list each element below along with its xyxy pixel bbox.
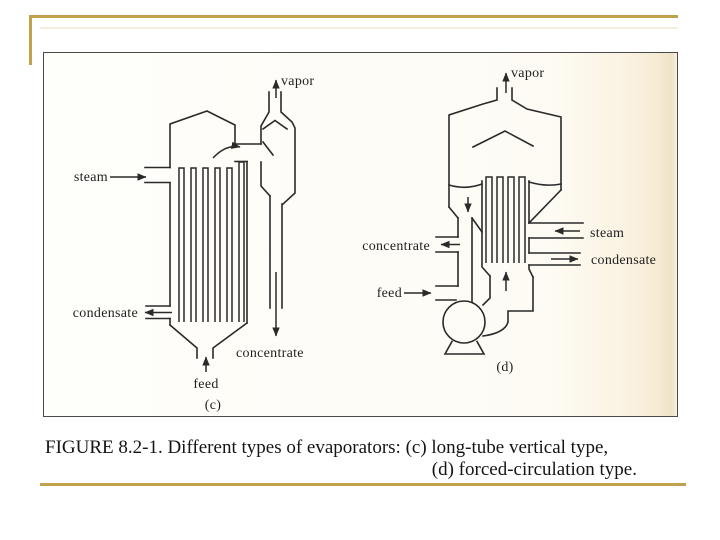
d-steam-inlet-pipe xyxy=(528,222,584,239)
d-feed-label: feed xyxy=(377,286,402,301)
figure-caption-line2: (d) forced-circulation type. xyxy=(431,459,637,480)
c-concentrate-label: concentrate xyxy=(236,346,304,361)
d-pump xyxy=(442,300,486,355)
figure-caption-line1: FIGURE 8.2-1. Different types of evapora… xyxy=(45,437,609,458)
forced-circulation-evaporator: vapor steam condensate concentrate feed … xyxy=(362,66,656,375)
d-tag-label: (d) xyxy=(496,360,513,375)
c-tube-bundle xyxy=(178,161,245,322)
figure-scan-box xyxy=(43,52,678,417)
c-vapor-separator xyxy=(260,91,296,309)
c-condensate-label: condensate xyxy=(73,306,138,321)
c-tag-label: (c) xyxy=(205,398,221,413)
c-feed-label: feed xyxy=(193,377,218,392)
top-accent-rule-echo xyxy=(40,27,678,29)
c-vapor-label: vapor xyxy=(281,74,314,89)
d-feed-inlet-pipe xyxy=(435,285,459,301)
c-steam-inlet-pipe xyxy=(144,166,171,184)
d-condensate-outlet-pipe xyxy=(528,252,581,266)
d-steam-label: steam xyxy=(590,226,624,241)
d-condensate-label: condensate xyxy=(591,253,656,268)
d-concentrate-outlet-pipe xyxy=(435,236,459,253)
left-accent-rule xyxy=(29,15,32,65)
d-tube-bundle xyxy=(485,176,526,263)
c-steam-label: steam xyxy=(74,170,108,185)
top-accent-rule xyxy=(29,15,678,18)
figure-caption: FIGURE 8.2-1. Different types of evapora… xyxy=(45,437,640,481)
c-condensate-outlet-pipe xyxy=(145,305,171,320)
d-downcomer xyxy=(457,216,484,303)
evaporator-diagrams: vapor steam condensate concentrate feed … xyxy=(73,66,656,413)
d-heat-exchanger-shell xyxy=(481,180,535,279)
long-tube-vertical-evaporator: vapor steam condensate concentrate feed … xyxy=(73,74,314,413)
d-vapor-label: vapor xyxy=(511,66,544,81)
d-discharge-pipe xyxy=(481,275,534,337)
bottom-accent-rule xyxy=(40,483,686,486)
c-circulation-curved-arrow xyxy=(212,141,241,159)
d-vessel-outline xyxy=(447,87,563,225)
d-concentrate-label: concentrate xyxy=(362,239,430,254)
